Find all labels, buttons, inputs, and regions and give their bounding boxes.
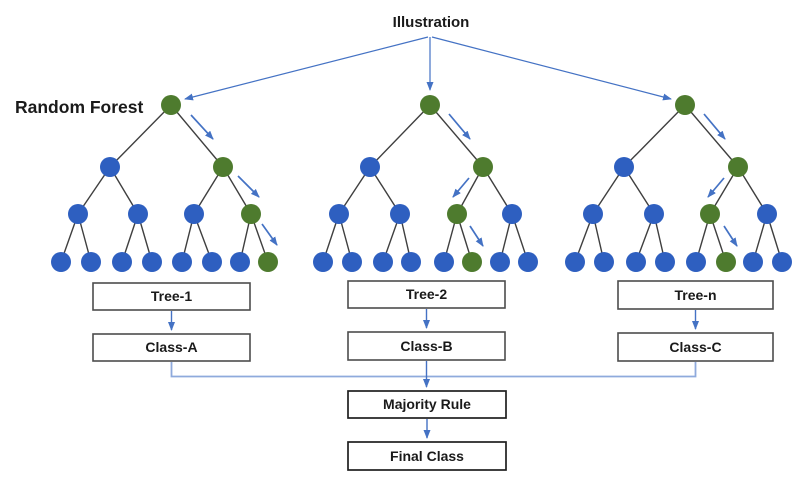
decision-node-blue [230,252,250,272]
decision-node-blue [594,252,614,272]
final-class-box: Final Class [347,441,507,471]
title-arrow-right [431,36,672,101]
tree-n-box: Tree-n [617,280,774,310]
tree-edge [684,104,739,168]
tree-edge [623,104,686,168]
decision-node-blue [655,252,675,272]
decision-node-green [700,204,720,224]
tree-2-box-rect [347,280,506,309]
decision-node-blue [142,252,162,272]
tree-2 [313,95,538,272]
decision-node-blue [202,252,222,272]
class-b-box: Class-B [347,331,506,361]
decision-path-arrow [469,225,484,247]
title-arrow-left [184,36,429,101]
tree-edge [429,104,484,168]
class-a-label: Class-A [145,339,197,355]
decision-node-green [258,252,278,272]
tree-n-label: Tree-n [674,287,716,303]
decision-node-blue [81,252,101,272]
decision-node-blue [390,204,410,224]
tree-1-box: Tree-1 [92,282,251,311]
tree-n [565,95,792,272]
decision-node-blue [342,252,362,272]
decision-node-blue [686,252,706,272]
decision-node-blue [51,252,71,272]
class-b-box-rect [347,331,506,361]
decision-node-blue [743,252,763,272]
majority-rule-box: Majority Rule [347,390,507,419]
final-class-label: Final Class [390,448,464,464]
decision-node-green [728,157,748,177]
illustration-arrows [184,36,672,101]
decision-node-blue [502,204,522,224]
forest-trees [51,95,792,272]
tree-1-box-rect [92,282,251,311]
final-class-box-rect [347,441,507,471]
decision-node-green [462,252,482,272]
decision-path-arrow [261,223,278,246]
decision-path-arrow [723,225,738,247]
decision-node-blue [128,204,148,224]
tree-2-box: Tree-2 [347,280,506,309]
decision-path-arrow [237,175,260,198]
decision-node-blue [490,252,510,272]
decision-path-arrow [452,177,470,198]
decision-node-green [420,95,440,115]
decision-node-blue [184,204,204,224]
decision-node-green [675,95,695,115]
decision-node-blue [644,204,664,224]
decision-node-blue [112,252,132,272]
decision-node-blue [373,252,393,272]
tree-n-box-rect [617,280,774,310]
decision-node-blue [583,204,603,224]
decision-node-blue [401,252,421,272]
decision-node-green [241,204,261,224]
decision-node-blue [772,252,792,272]
tree-1 [51,95,278,272]
class-c-label: Class-C [669,339,721,355]
decision-node-blue [68,204,88,224]
decision-node-green [716,252,736,272]
decision-path-arrow [448,113,471,140]
decision-node-blue [313,252,333,272]
decision-node-blue [100,157,120,177]
decision-node-green [161,95,181,115]
class-a-box: Class-A [92,333,251,362]
decision-path-arrow [707,177,725,198]
decision-node-blue [757,204,777,224]
diagram-title: Illustration [393,14,470,31]
decision-node-green [473,157,493,177]
decision-node-green [447,204,467,224]
decision-node-blue [329,204,349,224]
class-b-label: Class-B [400,338,452,354]
majority-rule-label: Majority Rule [383,396,471,412]
connectors [168,309,699,439]
class-a-box-rect [92,333,251,362]
classes-merge-connector [170,362,697,378]
decision-path-arrow [703,113,726,140]
decision-node-blue [360,157,380,177]
decision-node-blue [434,252,454,272]
tree-edge [109,104,172,168]
decision-node-blue [626,252,646,272]
majority-rule-box-rect [347,390,507,419]
class-c-box-rect [617,332,774,362]
decision-path-arrow [190,114,214,140]
tree-edge [369,104,431,168]
decision-node-blue [565,252,585,272]
forest-label: Random Forest [15,97,144,117]
decision-node-green [213,157,233,177]
class-c-box: Class-C [617,332,774,362]
decision-node-blue [614,157,634,177]
tree-2-label: Tree-2 [406,286,447,302]
decision-node-blue [172,252,192,272]
tree-1-label: Tree-1 [151,288,192,304]
decision-node-blue [518,252,538,272]
tree-edge [170,104,224,168]
